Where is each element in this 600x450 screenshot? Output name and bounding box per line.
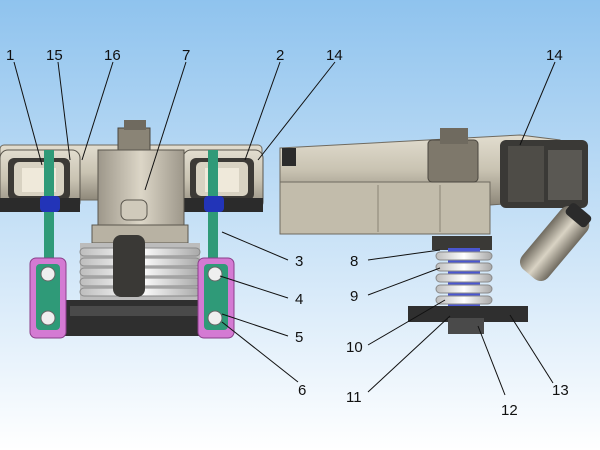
label-16: 16 [104, 47, 121, 64]
angled-damper [519, 203, 592, 281]
label-12: 12 [501, 402, 518, 419]
center-damper [113, 235, 145, 297]
link-right [197, 150, 235, 339]
label-10: 10 [346, 339, 363, 356]
label-4: 4 [295, 291, 303, 308]
label-1: 1 [6, 47, 14, 64]
label-5: 5 [295, 329, 303, 346]
label-3: 3 [295, 253, 303, 270]
callout-labels: 1 15 16 7 2 14 14 3 4 5 6 8 9 10 11 12 1… [6, 47, 569, 419]
front-view [0, 120, 264, 339]
center-springs [79, 235, 201, 303]
label-9: 9 [350, 288, 358, 305]
spring-cap [432, 236, 492, 250]
label-7: 7 [182, 47, 190, 64]
label-11: 11 [346, 389, 362, 406]
label-6: 6 [298, 382, 306, 399]
link-left [29, 150, 67, 339]
label-2: 2 [276, 47, 284, 64]
label-15: 15 [46, 47, 63, 64]
label-14-left: 14 [326, 47, 343, 64]
clamp-left [40, 196, 60, 212]
clamp-right [204, 196, 224, 212]
label-8: 8 [350, 253, 358, 270]
label-14-right: 14 [546, 47, 563, 64]
side-view [279, 128, 592, 334]
leader-lines [13, 61, 556, 396]
label-13: 13 [552, 382, 569, 399]
base-plate-right [408, 306, 528, 322]
